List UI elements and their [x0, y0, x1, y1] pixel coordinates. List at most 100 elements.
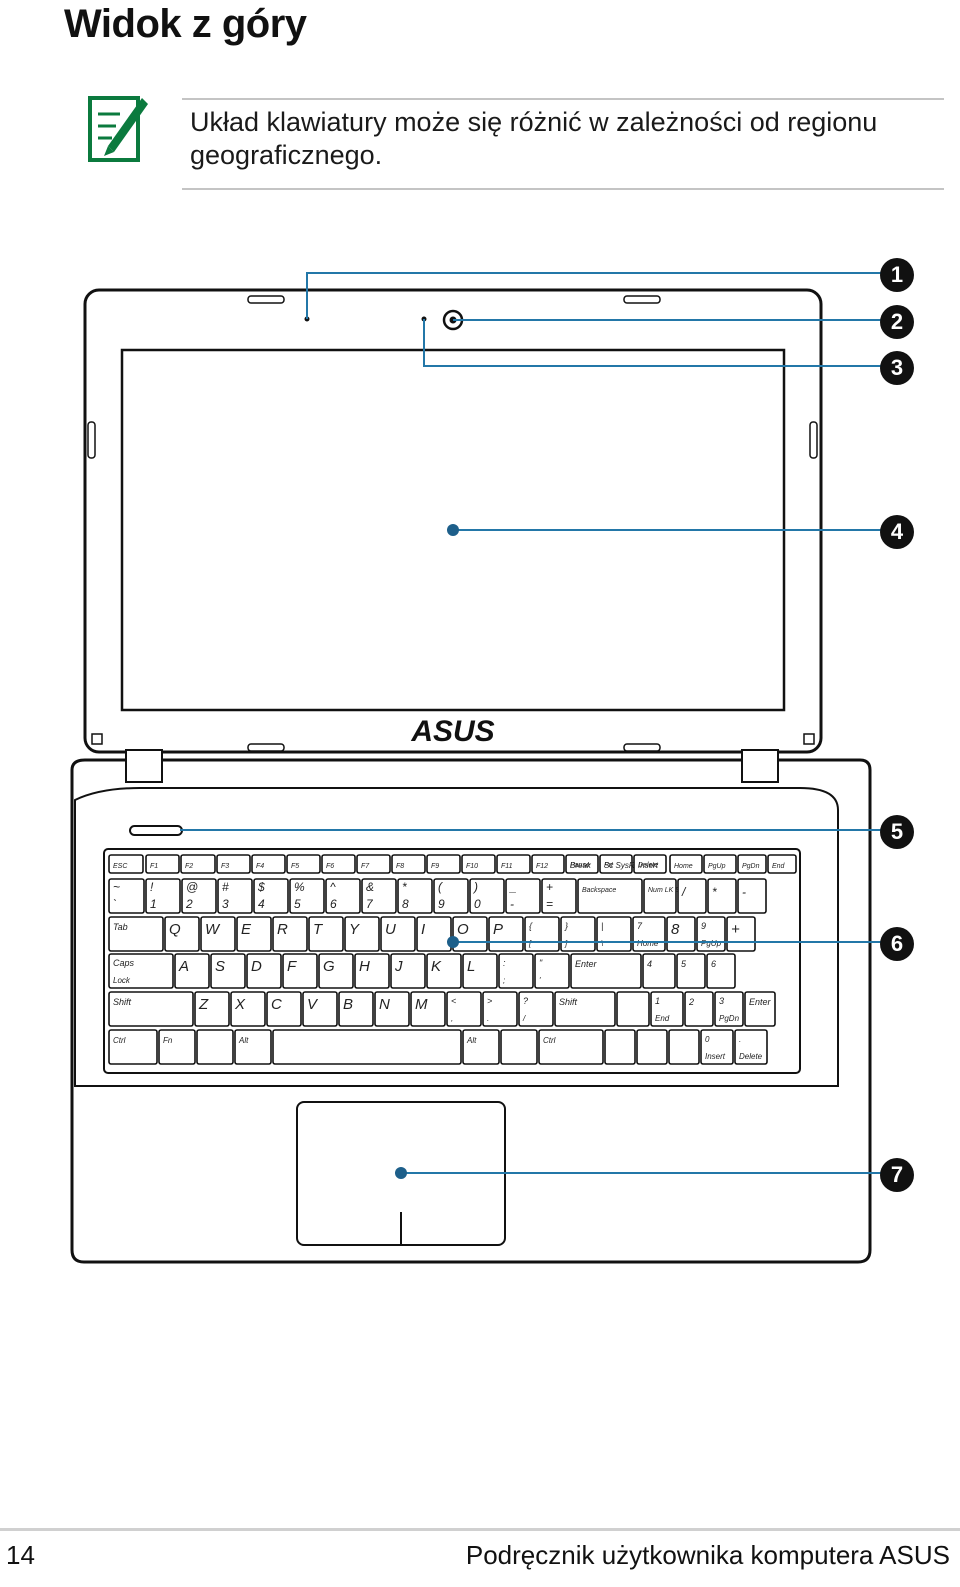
keyboard-key — [108, 991, 194, 1027]
key-sublabel: ' — [539, 976, 541, 985]
keyboard-key — [565, 854, 599, 874]
keyboard-key — [194, 991, 230, 1027]
key-label: F12 — [536, 863, 548, 870]
keyboard-key — [737, 854, 767, 874]
key-label: @ — [186, 880, 198, 894]
key-label: D — [251, 958, 262, 975]
note-top-rule — [182, 98, 944, 100]
key-sublabel: / — [522, 1014, 526, 1023]
keyboard-key — [700, 1029, 734, 1065]
key-sublabel: \ — [601, 939, 603, 948]
keyboard-key — [282, 953, 318, 989]
footer-text: Podręcznik użytkownika komputera ASUS — [465, 1540, 950, 1570]
key-label: < — [451, 996, 456, 1006]
key-label: F1 — [150, 863, 158, 870]
key-label: 3 — [719, 996, 724, 1006]
key-label: F9 — [431, 863, 439, 870]
key-label: & — [366, 880, 374, 894]
key-sublabel: [ — [528, 939, 532, 948]
key-label: ? — [523, 996, 528, 1006]
key-label: F7 — [361, 863, 370, 870]
key-label: C — [271, 996, 282, 1013]
keyboard-key — [734, 1029, 768, 1065]
key-label: Enter — [749, 997, 772, 1007]
key-label: ^ — [330, 880, 336, 894]
key-sublabel: Insert — [705, 1052, 726, 1061]
keyboard-key — [397, 878, 433, 914]
key-label: Prt — [604, 862, 614, 869]
keyboard-key — [321, 854, 356, 874]
keyboard-key — [318, 953, 354, 989]
keyboard-key — [374, 991, 410, 1027]
keyboard-key — [286, 854, 321, 874]
key-label: 4 — [647, 959, 652, 969]
key-label: O — [457, 921, 469, 938]
key-label: 2 — [688, 997, 694, 1007]
keyboard-key — [426, 953, 462, 989]
key-label: L — [467, 958, 475, 975]
keyboard-key — [145, 854, 180, 874]
keyboard-key — [230, 991, 266, 1027]
key-label: Enter — [575, 959, 598, 969]
key-sublabel: 1 — [150, 897, 157, 911]
key-label: H — [359, 958, 370, 975]
key-label: 9 — [701, 921, 706, 931]
key-sublabel: PgDn — [719, 1014, 740, 1023]
keyboard-key — [462, 953, 498, 989]
key-label: ESC — [113, 863, 128, 870]
keyboard-key — [391, 854, 426, 874]
keyboard-key — [496, 854, 531, 874]
keyboard-key — [577, 878, 643, 914]
keyboard-key — [164, 916, 200, 952]
key-sublabel: Delete — [739, 1052, 763, 1061]
key-label: J — [394, 958, 403, 975]
keyboard-key — [604, 1029, 636, 1065]
key-label: F6 — [326, 863, 334, 870]
callout-7: 7 — [880, 1158, 914, 1192]
key-label: F2 — [185, 863, 193, 870]
key-label: _ — [509, 880, 517, 894]
key-label: PgUp — [708, 863, 726, 870]
keyboard-key — [108, 916, 164, 952]
keyboard-key — [354, 953, 390, 989]
key-label: ( — [438, 880, 444, 894]
key-sublabel: 6 — [330, 897, 337, 911]
keyboard-key — [482, 991, 518, 1027]
key-label: % — [294, 880, 305, 894]
note-bottom-rule — [182, 188, 944, 190]
key-sublabel: 5 — [294, 897, 301, 911]
key-label: Alt — [466, 1036, 477, 1045]
keyboard-key — [541, 878, 577, 914]
keyboard-key — [531, 854, 565, 874]
keyboard-key — [462, 1029, 500, 1065]
key-label: U — [385, 921, 396, 938]
key-label: Q — [169, 921, 181, 938]
key-label: X — [234, 996, 246, 1013]
callout-5: 5 — [880, 815, 914, 849]
keyboard-key — [643, 878, 677, 914]
keyboard-key — [251, 854, 286, 874]
key-label: I — [421, 921, 425, 938]
key-sublabel: 7 — [366, 897, 374, 911]
keyboard-key — [714, 991, 744, 1027]
keyboard-key — [158, 1029, 196, 1065]
key-label: ) — [472, 880, 478, 894]
key-sublabel: ` — [113, 897, 117, 911]
key-label: F4 — [256, 863, 264, 870]
key-sublabel: , — [451, 1014, 453, 1023]
keyboard-key — [210, 953, 246, 989]
keyboard-key — [650, 991, 684, 1027]
key-label: | — [601, 921, 603, 931]
asus-logo: ASUS — [410, 715, 494, 748]
keyboard-key — [469, 878, 505, 914]
key-label: P — [493, 921, 503, 938]
key-sublabel: 9 — [438, 897, 445, 911]
keyboard-key — [181, 878, 217, 914]
callout-1: 1 — [880, 258, 914, 292]
page-title: Widok z góry — [64, 2, 307, 46]
keyboard-key — [461, 854, 496, 874]
key-label: / — [681, 885, 687, 899]
key-label: Home — [674, 863, 693, 870]
key-sublabel: Home — [637, 939, 659, 948]
key-label: V — [307, 996, 319, 1013]
